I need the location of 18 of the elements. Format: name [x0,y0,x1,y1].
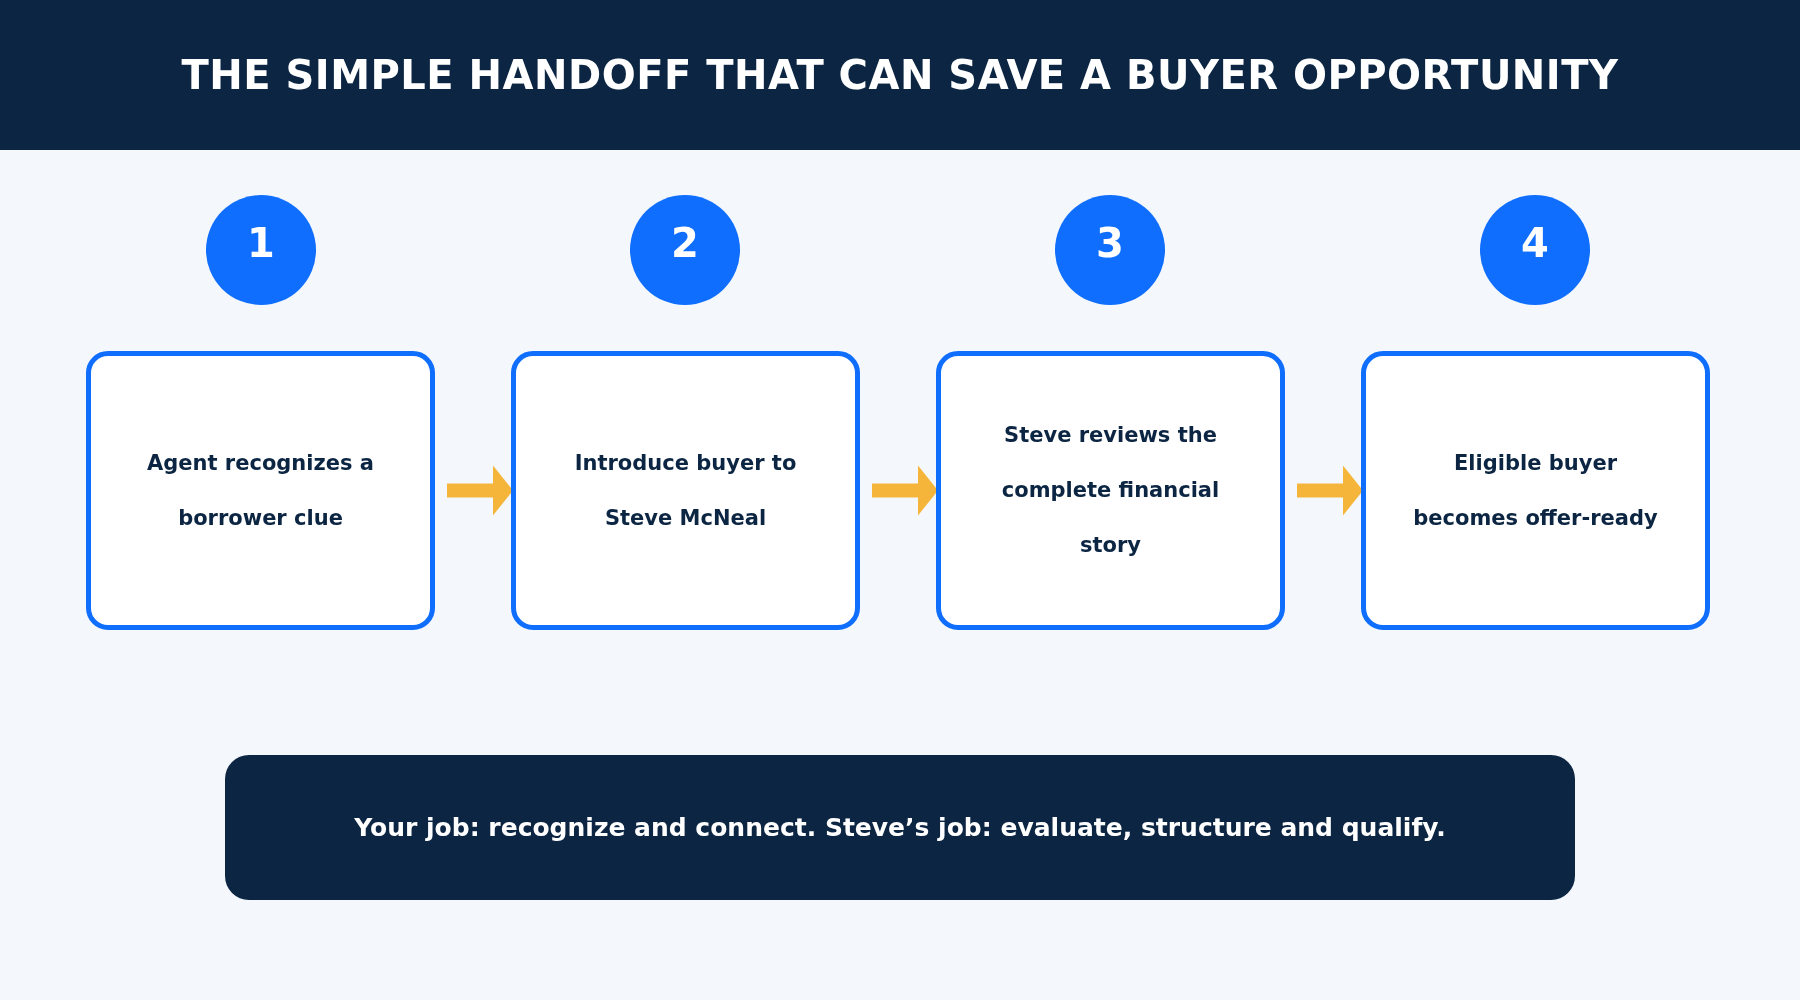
step-text: Eligible buyer becomes offer-ready [1412,449,1659,532]
arrow [1297,465,1363,516]
step-number: 2 [671,220,699,266]
step-number: 4 [1521,220,1549,266]
step-card [1361,351,1710,630]
arrow [447,465,513,516]
step-number: 3 [1096,220,1124,266]
step-text: Steve reviews the complete financial story [1000,422,1221,559]
step-card [86,351,435,630]
summary-text: Your job: recognize and connect. Steve’s job: evaluate, structure and qualify. [354,813,1446,842]
step-number: 1 [247,220,275,266]
title: THE SIMPLE HANDOFF THAT CAN SAVE A BUYER OPPORTUNITY [181,52,1619,98]
step-text: Agent recognizes a borrower clue [146,449,375,532]
arrow [872,465,938,516]
step-card [936,351,1285,630]
summary-banner [225,755,1575,900]
step-card [511,351,860,630]
step-text: Introduce buyer to Steve McNeal [573,449,798,532]
